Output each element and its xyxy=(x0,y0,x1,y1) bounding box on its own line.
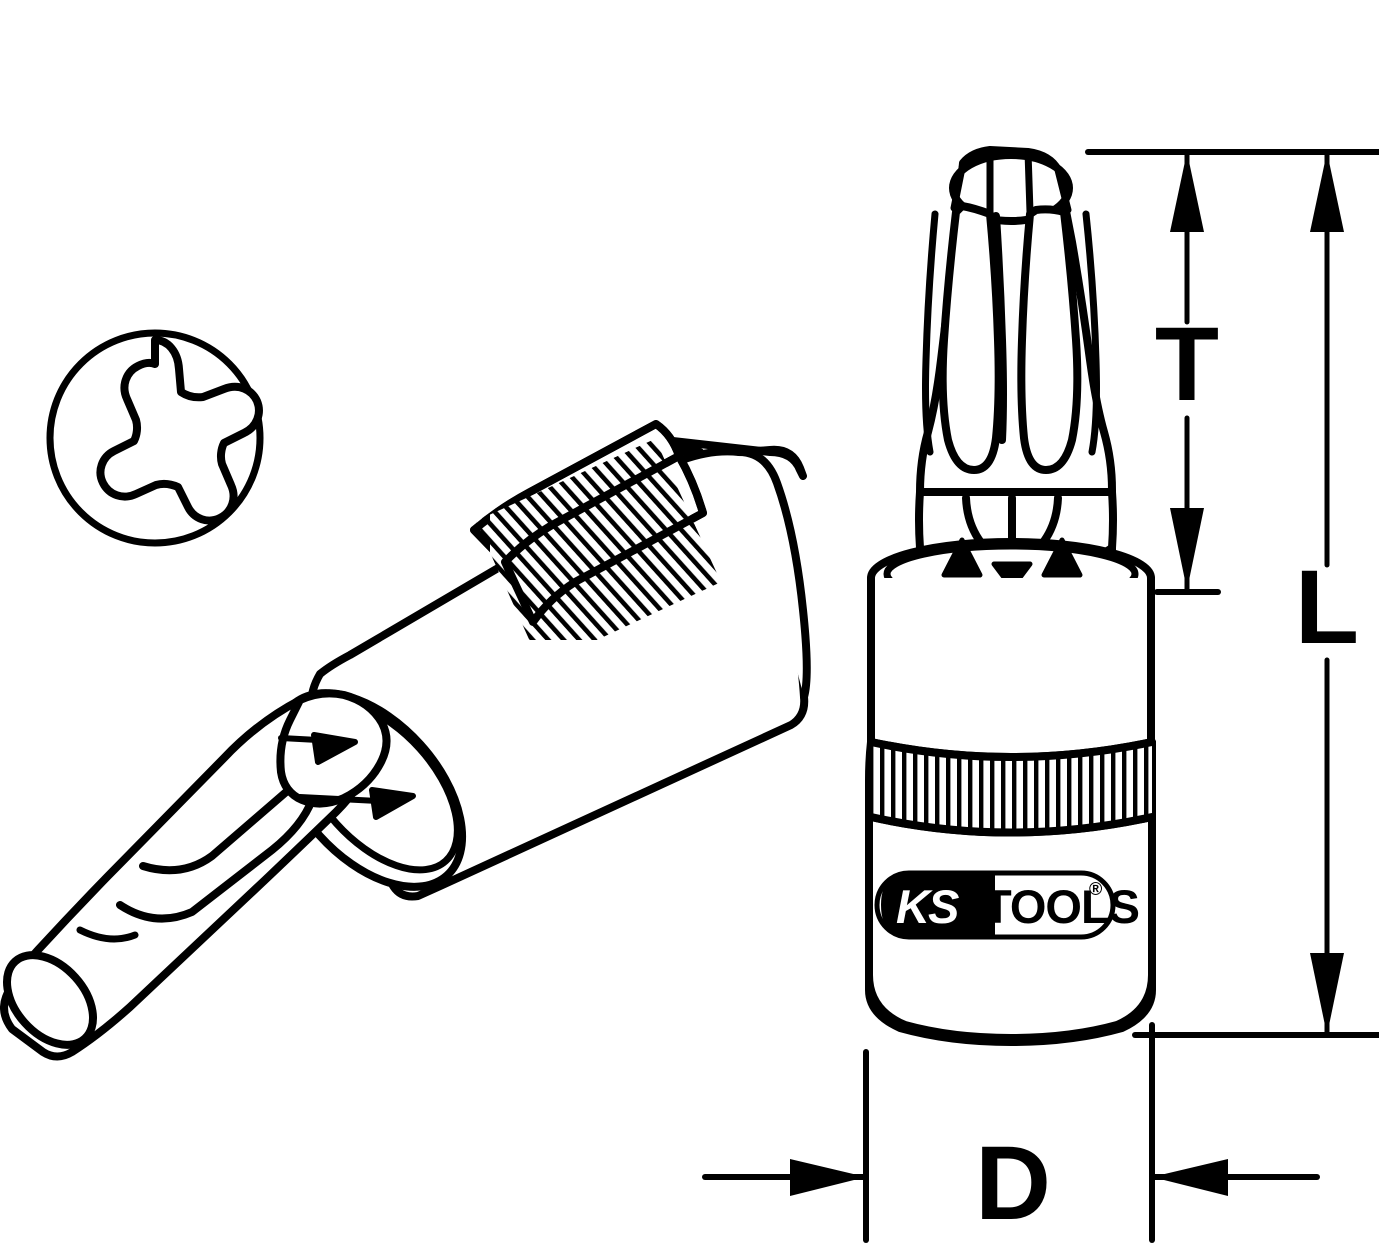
brand-trademark: ® xyxy=(1089,879,1102,899)
tilted-knurl-outline-2 xyxy=(501,452,707,626)
arrow-up-icon xyxy=(1170,152,1204,232)
brand-logo: KS TOOLS ® xyxy=(874,870,1140,940)
dim-t-label: T xyxy=(1155,306,1219,423)
arrow-left-icon xyxy=(1152,1159,1228,1196)
brand-name-right: TOOLS xyxy=(983,880,1139,933)
dimension-l: L xyxy=(1295,149,1359,1038)
arrow-right-icon xyxy=(311,732,358,765)
dim-l-label: L xyxy=(1295,549,1359,666)
tilted-socket-far-end xyxy=(735,448,811,701)
upright-torx-bit-tip xyxy=(916,146,1116,549)
arrow-down-icon xyxy=(1310,953,1344,1035)
logo-dark-half xyxy=(881,873,995,937)
arrow-down-icon xyxy=(1170,508,1204,590)
upright-socket-bottom xyxy=(865,971,1156,1042)
upright-socket-view: KS TOOLS ® xyxy=(865,146,1156,1046)
dimension-annotations: T L xyxy=(702,149,1379,1243)
tilted-torx-bit-tip xyxy=(0,689,416,1061)
torx-star-icon xyxy=(96,336,263,525)
arrow-down-icon xyxy=(991,561,1033,591)
arrow-up-icon xyxy=(1310,152,1344,232)
arrow-up-icon xyxy=(1041,537,1083,578)
arrow-right-icon xyxy=(790,1159,866,1196)
arrow-up-icon xyxy=(941,537,983,578)
brand-name-left: KS xyxy=(896,880,959,933)
torx-profile-circle xyxy=(46,329,264,547)
dimension-t: T xyxy=(1154,149,1221,595)
dim-d-label: D xyxy=(975,1125,1051,1242)
tilted-socket-view xyxy=(0,420,811,1061)
dimension-d: D xyxy=(702,1022,1320,1243)
upright-socket-knurl-band xyxy=(867,738,1156,837)
